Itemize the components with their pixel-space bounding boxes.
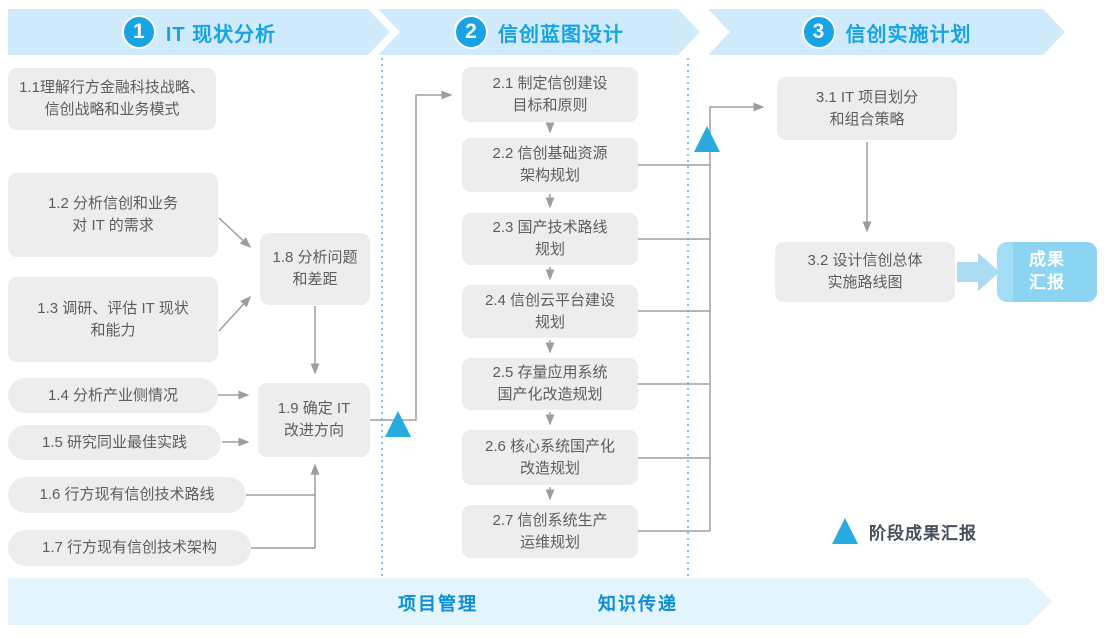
phase-banner-1: 1 IT 现状分析	[8, 9, 390, 55]
step-box-2-5: 2.5 存量应用系统 国产化改造规划	[462, 358, 638, 410]
step-box-1-9: 1.9 确定 IT 改进方向	[258, 383, 370, 457]
step-box-1-2: 1.2 分析信创和业务 对 IT 的需求	[8, 173, 218, 257]
step-box-1-1: 1.1理解行方金融科技战略、 信创战略和业务模式	[8, 68, 216, 130]
step-box-2-6: 2.6 核心系统国产化 改造规划	[462, 430, 638, 485]
phase-banner-3: 3 信创实施计划	[708, 9, 1065, 55]
result-fat-arrow	[957, 253, 1000, 291]
phase-2-title: 信创蓝图设计	[498, 23, 624, 46]
result-report-box: 成果 汇报	[997, 242, 1097, 302]
step-box-2-7: 2.7 信创系统生产 运维规划	[462, 505, 638, 558]
phase-banner-2: 2 信创蓝图设计	[378, 9, 700, 55]
milestone-triangle-phase2	[694, 126, 720, 152]
legend-label: 阶段成果汇报	[869, 524, 977, 543]
step-box-2-3: 2.3 国产技术路线 规划	[462, 213, 638, 265]
legend-triangle-icon	[832, 518, 858, 544]
step-box-1-4: 1.4 分析产业侧情况	[8, 378, 218, 413]
gray-connectors	[218, 90, 872, 549]
step-box-1-7: 1.7 行方现有信创技术架构	[8, 530, 251, 566]
bottom-label-project-management: 项目管理	[398, 594, 478, 614]
phase-divider-dotted-lines	[381, 58, 689, 576]
phase-1-number-badge: 1	[122, 15, 156, 49]
step-box-2-4: 2.4 信创云平台建设 规划	[462, 285, 638, 338]
phase-3-title: 信创实施计划	[845, 23, 972, 46]
step-box-1-5: 1.5 研究同业最佳实践	[8, 425, 221, 460]
bottom-banner	[8, 578, 1052, 625]
step-box-2-2: 2.2 信创基础资源 架构规划	[462, 138, 638, 192]
phase-2-number-badge: 2	[454, 15, 488, 49]
step-box-1-6: 1.6 行方现有信创技术路线	[8, 477, 246, 513]
phase-3-number-badge: 3	[802, 15, 836, 49]
phase-1-title: IT 现状分析	[165, 23, 277, 46]
bottom-label-knowledge-transfer: 知识传递	[598, 594, 678, 614]
step-box-1-8: 1.8 分析问题 和差距	[260, 233, 370, 305]
step-box-3-1: 3.1 IT 项目划分 和组合策略	[777, 77, 957, 140]
step-box-1-3: 1.3 调研、评估 IT 现状 和能力	[8, 277, 218, 362]
step-box-2-1: 2.1 制定信创建设 目标和原则	[462, 67, 638, 122]
step-box-3-2: 3.2 设计信创总体 实施路线图	[775, 242, 955, 302]
milestone-triangle-phase1	[385, 411, 411, 437]
